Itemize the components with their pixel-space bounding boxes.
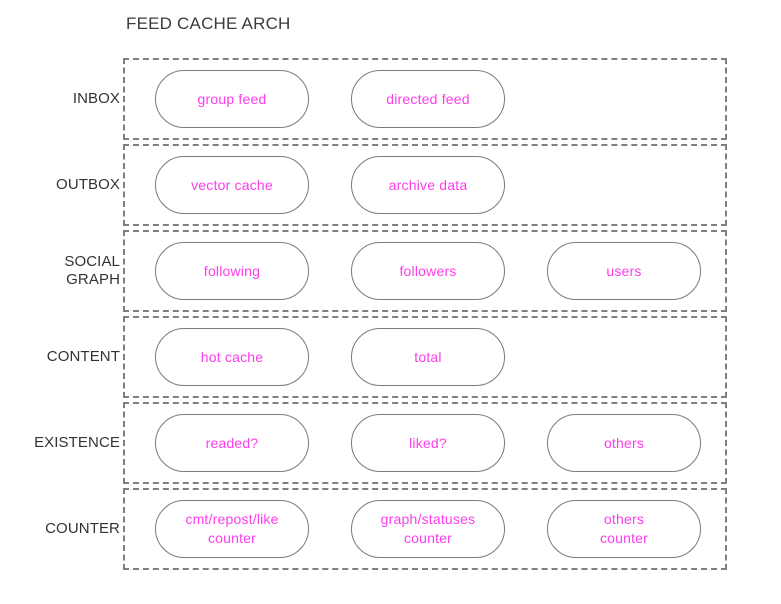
row-group-box: hot cache total	[123, 316, 727, 398]
cache-node-pill[interactable]: users	[547, 242, 701, 300]
diagram-row: EXISTENCE readed? liked? others	[0, 402, 781, 484]
row-label: INBOX	[72, 90, 120, 107]
cache-node-pill[interactable]: group feed	[155, 70, 309, 128]
cache-node-pill[interactable]: cmt/repost/like counter	[155, 500, 309, 558]
pill-strip: vector cache archive data	[125, 146, 725, 224]
pill-strip: cmt/repost/like counter graph/statuses co…	[125, 490, 725, 568]
diagram-row: OUTBOX vector cache archive data	[0, 144, 781, 226]
row-label: SOCIAL GRAPH	[64, 253, 120, 288]
pill-strip: group feed directed feed	[125, 60, 725, 138]
diagram-title: FEED CACHE ARCH	[126, 14, 291, 33]
cache-node-pill[interactable]: hot cache	[155, 328, 309, 386]
row-group-box: vector cache archive data	[123, 144, 727, 226]
row-group-box: readed? liked? others	[123, 402, 727, 484]
diagram-row: CONTENT hot cache total	[0, 316, 781, 398]
pill-strip: following followers users	[125, 232, 725, 310]
cache-node-pill[interactable]: vector cache	[155, 156, 309, 214]
cache-node-pill[interactable]: followers	[351, 242, 505, 300]
cache-node-pill[interactable]: archive data	[351, 156, 505, 214]
cache-node-pill[interactable]: total	[351, 328, 505, 386]
diagram-row: COUNTER cmt/repost/like counter graph/stat…	[0, 488, 781, 570]
cache-node-pill[interactable]: liked?	[351, 414, 505, 472]
row-label: EXISTENCE	[34, 434, 120, 451]
cache-node-pill[interactable]: readed?	[155, 414, 309, 472]
row-label: OUTBOX	[56, 176, 120, 193]
pill-strip: readed? liked? others	[125, 404, 725, 482]
row-group-box: group feed directed feed	[123, 58, 727, 140]
pill-strip: hot cache total	[125, 318, 725, 396]
row-label: COUNTER	[45, 520, 120, 537]
cache-node-pill[interactable]: others	[547, 414, 701, 472]
row-group-box: cmt/repost/like counter graph/statuses co…	[123, 488, 727, 570]
cache-node-pill[interactable]: directed feed	[351, 70, 505, 128]
row-group-box: following followers users	[123, 230, 727, 312]
cache-node-pill[interactable]: graph/statuses counter	[351, 500, 505, 558]
row-label: CONTENT	[46, 348, 120, 365]
diagram-row: SOCIAL GRAPH following followers users	[0, 230, 781, 312]
diagram-row: INBOX group feed directed feed	[0, 58, 781, 140]
cache-node-pill[interactable]: following	[155, 242, 309, 300]
cache-node-pill[interactable]: others counter	[547, 500, 701, 558]
